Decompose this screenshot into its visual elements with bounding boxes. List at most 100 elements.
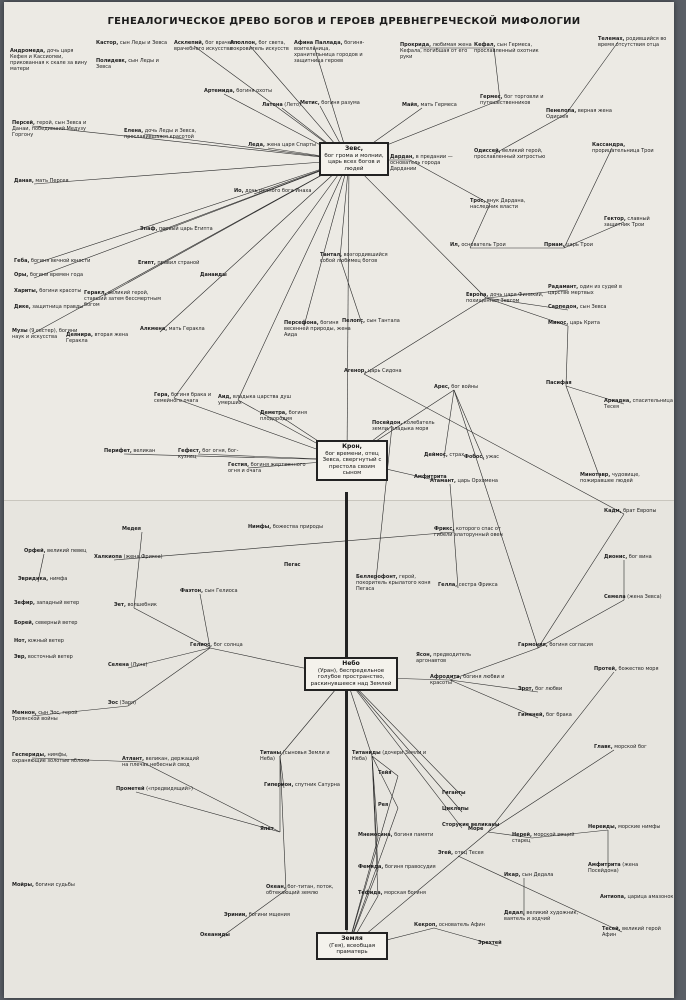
node-desc: (жена Зевса) (625, 594, 662, 600)
hub-zeus-name: Зевс, (345, 145, 363, 152)
node-name: Гефест, (178, 448, 201, 454)
node-name: Семела (604, 594, 626, 600)
link-atlas-hesperides (31, 757, 143, 763)
node-polydeukes: Полидевк, сын Леды и Зевса (96, 58, 174, 70)
node-desc: богини мщения (247, 912, 290, 918)
node-titans: Титаны (сыновья Земли и Неба) (260, 750, 338, 762)
node-name: Икар, (504, 872, 521, 878)
node-name: Море (468, 826, 484, 832)
node-oceanids: Океаниды (200, 932, 230, 938)
node-name: Персефона, (284, 320, 319, 326)
node-andromeda: Андромеда, дочь царя Кефея и Кассиопеи, … (10, 48, 88, 72)
node-alcmene: Алкмена, мать Геракла (140, 326, 205, 332)
node-athamas: Атамант, царь Орхомена (430, 478, 498, 484)
node-europa: Европа, дочь царя Финикии, похищенная Зе… (466, 292, 544, 304)
node-desc: царь Крита (568, 320, 600, 326)
node-theia: Тейя (378, 770, 392, 776)
node-odysseus: Одиссей, великий герой, прославленный хи… (474, 148, 552, 160)
node-aigeus: Эгей, отец Тесея (438, 850, 484, 856)
node-aphrodite: Афродита, богиня любви и красоты (430, 674, 508, 686)
node-desc: бог врачей и врачебного искусства (174, 40, 239, 52)
node-perithous: Перифет, великан (104, 448, 155, 454)
node-name: Мойры, (12, 882, 34, 888)
node-hebe: Геба, богиня вечной юности (14, 258, 90, 264)
node-name: Данаиды (200, 272, 227, 278)
node-memnon: Мемнон, сын Эос, герой Троянской войны (12, 710, 90, 722)
node-name: Фемида, (358, 864, 384, 870)
node-aeetes: Эет, волшебник (114, 602, 157, 608)
node-name: Агенор, (344, 368, 367, 374)
node-desc: бог света, покровитель искусств (230, 40, 289, 52)
node-erechtheus: Эрехтей (478, 940, 502, 946)
node-hesperides: Геспериды, нимфы, охраняющие золотые ябл… (12, 752, 90, 764)
node-name: Сарпедон, (548, 304, 579, 310)
node-name: Геба, (14, 258, 30, 264)
node-name: Гелла, (438, 582, 458, 588)
link-phrixus-helle (453, 531, 459, 589)
node-hector: Гектор, славный защитник Трои (604, 216, 674, 228)
node-sea: Море (468, 826, 483, 832)
node-hades: Аид, владыка царства душ умерших (218, 394, 296, 406)
node-danaids: Данаиды (200, 272, 227, 278)
node-desc: богиня вечной юности (29, 258, 91, 264)
node-amphitrite2: Амфитрита (жена Посейдона) (588, 862, 666, 874)
link-gaia-mnemosyne (346, 837, 379, 951)
node-desc: западный ветер (34, 600, 80, 606)
node-desc: великий герой Афин (602, 926, 661, 938)
node-name: Тесей, (602, 926, 621, 932)
node-atlas: Атлант, великан, держащий на плечах небе… (122, 756, 200, 768)
node-desc: богиня охоты (234, 88, 273, 94)
node-eurydice: Эвридика, нимфа (18, 576, 67, 582)
node-desc: богиня согласия (547, 642, 593, 648)
link-tantalus-pelops (339, 257, 363, 325)
node-desc: брат Европы (621, 508, 657, 514)
node-nereus: Нерей, морской вещий старец (512, 832, 590, 844)
link-zeus-helen (143, 133, 350, 161)
link-gaia-sea (346, 831, 489, 951)
link-europa-minos (485, 297, 569, 327)
node-proteus: Протей, божество моря (594, 666, 658, 672)
node-desc: сын Эос, герой Троянской войны (12, 710, 78, 722)
node-eos: Эос (Заря) (108, 700, 136, 706)
hub-kronos-desc: бог времени, отец Зевса, свергнутый с пр… (322, 450, 382, 477)
node-name: Ариадна, (604, 398, 632, 404)
node-name: Посейдон, (372, 420, 403, 426)
node-athena: Афина Паллада, богиня-воительница, храни… (294, 40, 372, 64)
node-themis: Фемида, богиня правосудия (358, 864, 436, 870)
node-desc: первый царь Египта (157, 226, 213, 232)
node-desc: богини красоты (37, 288, 82, 294)
node-desc: родившийся во время отсутствия отца (598, 36, 667, 48)
node-name: Хариты, (14, 288, 38, 294)
node-name: Кассандра, (592, 142, 626, 148)
node-fates2: Эринии, богини мщения (224, 912, 290, 918)
node-tantalus: Тантал, возгордившийся собой любимец бог… (320, 252, 398, 264)
link-pasiphae-ariadne (565, 385, 625, 405)
node-desc: восточный ветер (26, 654, 73, 660)
node-desc: (жена Фрикса) (122, 554, 163, 560)
node-name: Океан, (266, 884, 286, 890)
node-amphitrite: Амфитрита (414, 474, 447, 480)
node-desc: великий герой, ставший затем бессмертным… (84, 290, 161, 308)
node-semele: Семела (жена Зевса) (604, 594, 662, 600)
node-desc: царь Сидона (366, 368, 402, 374)
node-name: Селена (108, 662, 129, 668)
node-name: Трос, (470, 198, 486, 204)
link-minos-pasiphae (565, 325, 569, 387)
link-kadmos-harmonia (537, 513, 625, 649)
link-aphrodite-harmonia (449, 647, 539, 681)
node-name: Гектор, (604, 216, 626, 222)
node-name: Океаниды (200, 932, 230, 938)
node-name: Ио, (234, 188, 244, 194)
node-name: Перифет, (104, 448, 132, 454)
link-helios-phaethon (199, 593, 211, 649)
node-desc: возгордившийся собой любимец богов (320, 252, 388, 264)
node-desc: вторая жена Геракла (66, 332, 129, 344)
node-name: Кастор, (96, 40, 119, 46)
node-name: Афина Паллада, (294, 40, 343, 46)
node-desc: морской вещий старец (512, 832, 575, 844)
node-moirai: Мойры, богини судьбы (12, 882, 75, 888)
diagram-sheet: ГЕНЕАЛОГИЧЕСКОЕ ДРЕВО БОГОВ И ГЕРОЕВ ДРЕ… (4, 2, 674, 998)
node-desc: страх (447, 452, 465, 458)
node-cassandra: Кассандра, прорицательница Трои (592, 142, 670, 154)
node-name: Сторукие великаны (442, 822, 500, 828)
